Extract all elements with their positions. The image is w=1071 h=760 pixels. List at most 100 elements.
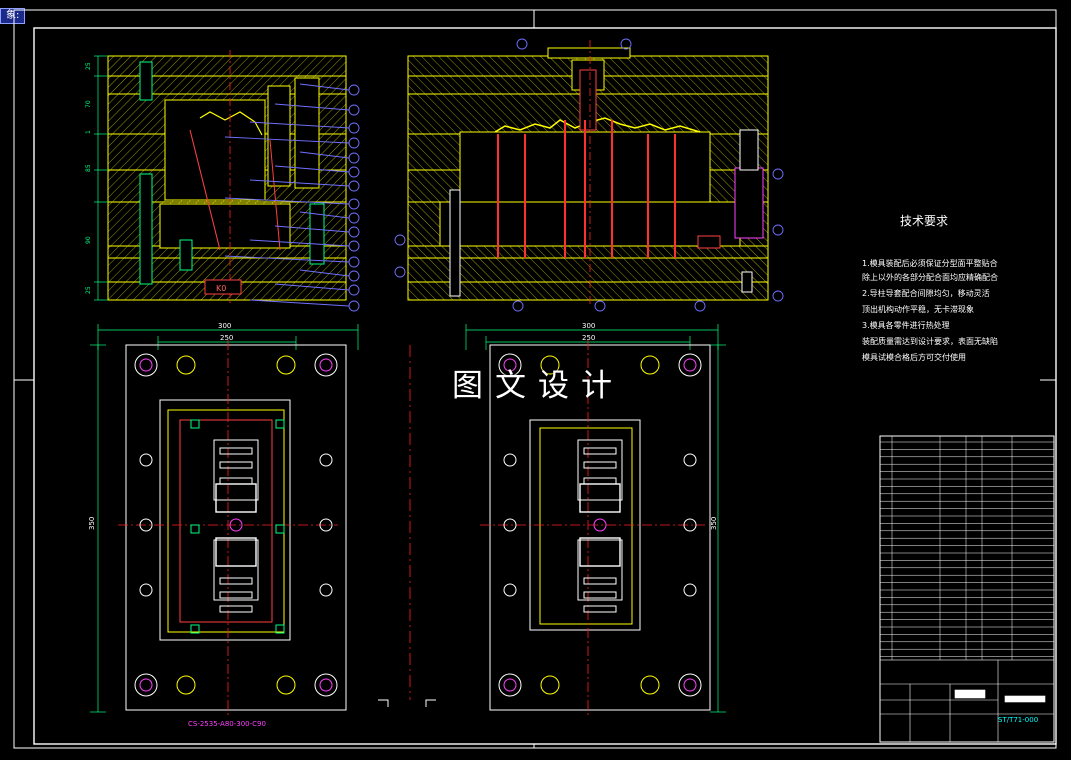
slider-rib — [219, 577, 253, 585]
moving-half-plan-view: 300 250 350 CS-2535-A80-300-C90 — [88, 322, 359, 728]
screw-hole — [540, 675, 560, 695]
tech-req-line: 顶出机构动作平稳，无卡滞现象 — [862, 305, 974, 314]
return-pin — [319, 518, 333, 532]
dim-width-inner-left: 250 — [220, 334, 233, 342]
guide-bush-bore — [503, 358, 517, 372]
screw-hole — [276, 355, 296, 375]
guide-bush — [498, 673, 522, 697]
sprue-center — [593, 518, 607, 532]
callout-balloon — [348, 198, 360, 210]
callout-balloon — [348, 104, 360, 116]
callout-balloon — [772, 168, 784, 180]
ejector-pin — [190, 419, 200, 429]
tech-requirements-title: 技术要求 — [900, 214, 949, 228]
slider-rib — [219, 461, 253, 469]
return-pin — [319, 583, 333, 597]
callout-balloon — [348, 284, 360, 296]
callout-balloon — [516, 38, 528, 50]
dim-height-right: 350 — [710, 517, 718, 530]
tech-req-line: 3.模具各零件进行热处理 — [862, 321, 950, 330]
guide-bush-bore — [319, 358, 333, 372]
ejector-pin — [190, 624, 200, 634]
callout-balloon — [348, 122, 360, 134]
screw-hole — [640, 675, 660, 695]
screw-hole — [176, 675, 196, 695]
guide-bush-bore — [139, 678, 153, 692]
callout-balloon — [348, 226, 360, 238]
callout-balloon — [620, 38, 632, 50]
tech-req-line: 2.导柱导套配合间隙均匀，移动灵活 — [862, 289, 990, 298]
slider-rib — [583, 477, 617, 485]
slider-rib — [219, 477, 253, 485]
drawing-frame — [13, 9, 1057, 749]
title-block — [879, 659, 1055, 743]
ejector-pin — [190, 524, 200, 534]
callout-balloon — [772, 290, 784, 302]
callout-balloon — [348, 137, 360, 149]
screw-hole — [640, 355, 660, 375]
dim-v0: 25 — [85, 62, 92, 70]
dim-v3: 85 — [85, 164, 92, 172]
guide-bush — [314, 673, 338, 697]
callout-balloon — [394, 234, 406, 246]
screw-hole — [276, 675, 296, 695]
slider-rib — [583, 591, 617, 599]
callout-balloon — [394, 266, 406, 278]
dim-height-left: 350 — [88, 517, 96, 530]
watermark-text: 图文设计 — [452, 368, 624, 404]
callout-balloon — [348, 270, 360, 282]
cavity-insert — [577, 539, 623, 601]
cavity-core — [215, 483, 257, 513]
tech-req-line: 除上以外的各部分配合面均应精确配合 — [862, 273, 998, 282]
slider-rib — [219, 591, 253, 599]
mark-k0: K0 — [216, 284, 226, 293]
side-section-view: K0 25 70 1 85 90 25 — [85, 50, 360, 312]
front-section-view — [394, 38, 784, 312]
return-pin — [503, 583, 517, 597]
cavity-core — [579, 537, 621, 567]
drawing-number: ST/T71-000 — [998, 716, 1039, 724]
callout-balloon — [694, 300, 706, 312]
callout-balloon — [348, 212, 360, 224]
slider-rib — [583, 447, 617, 455]
return-pin — [683, 583, 697, 597]
dim-v4: 90 — [85, 236, 92, 244]
guide-bush-bore — [683, 678, 697, 692]
callout-balloon — [512, 300, 524, 312]
guide-bush-bore — [683, 358, 697, 372]
window-tag: 象: — [0, 8, 26, 24]
tech-req-line: 模具试模合格后方可交付使用 — [862, 353, 966, 362]
dim-v2: 1 — [85, 130, 92, 134]
cavity-insert — [213, 539, 259, 601]
callout-balloon — [348, 152, 360, 164]
callout-balloon — [772, 224, 784, 236]
slider-rib — [583, 577, 617, 585]
ejector-pin — [275, 624, 285, 634]
slider-rib — [219, 605, 253, 613]
standard-code: CS-2535-A80-300-C90 — [188, 720, 266, 728]
cavity-core — [579, 483, 621, 513]
callout-balloon — [594, 300, 606, 312]
screw-hole — [540, 355, 560, 375]
guide-bush — [134, 353, 158, 377]
callout-balloon — [348, 240, 360, 252]
dim-width-inner-right: 250 — [582, 334, 595, 342]
guide-bush-bore — [319, 678, 333, 692]
guide-bush-bore — [503, 678, 517, 692]
sprue-center — [229, 518, 243, 532]
return-pin — [139, 583, 153, 597]
guide-bush — [678, 673, 702, 697]
return-pin — [503, 518, 517, 532]
slider-rib — [583, 605, 617, 613]
dim-width-outer-left: 300 — [218, 322, 231, 330]
screw-hole — [176, 355, 196, 375]
fixed-half-plan-view: 300 250 350 — [378, 322, 726, 715]
ejector-pin — [275, 419, 285, 429]
return-pin — [683, 518, 697, 532]
dim-v5: 25 — [85, 286, 92, 294]
callout-balloon — [348, 84, 360, 96]
tech-req-line: 装配质量需达到设计要求，表面无缺陷 — [862, 337, 998, 346]
guide-bush — [498, 353, 522, 377]
cavity-core — [215, 537, 257, 567]
